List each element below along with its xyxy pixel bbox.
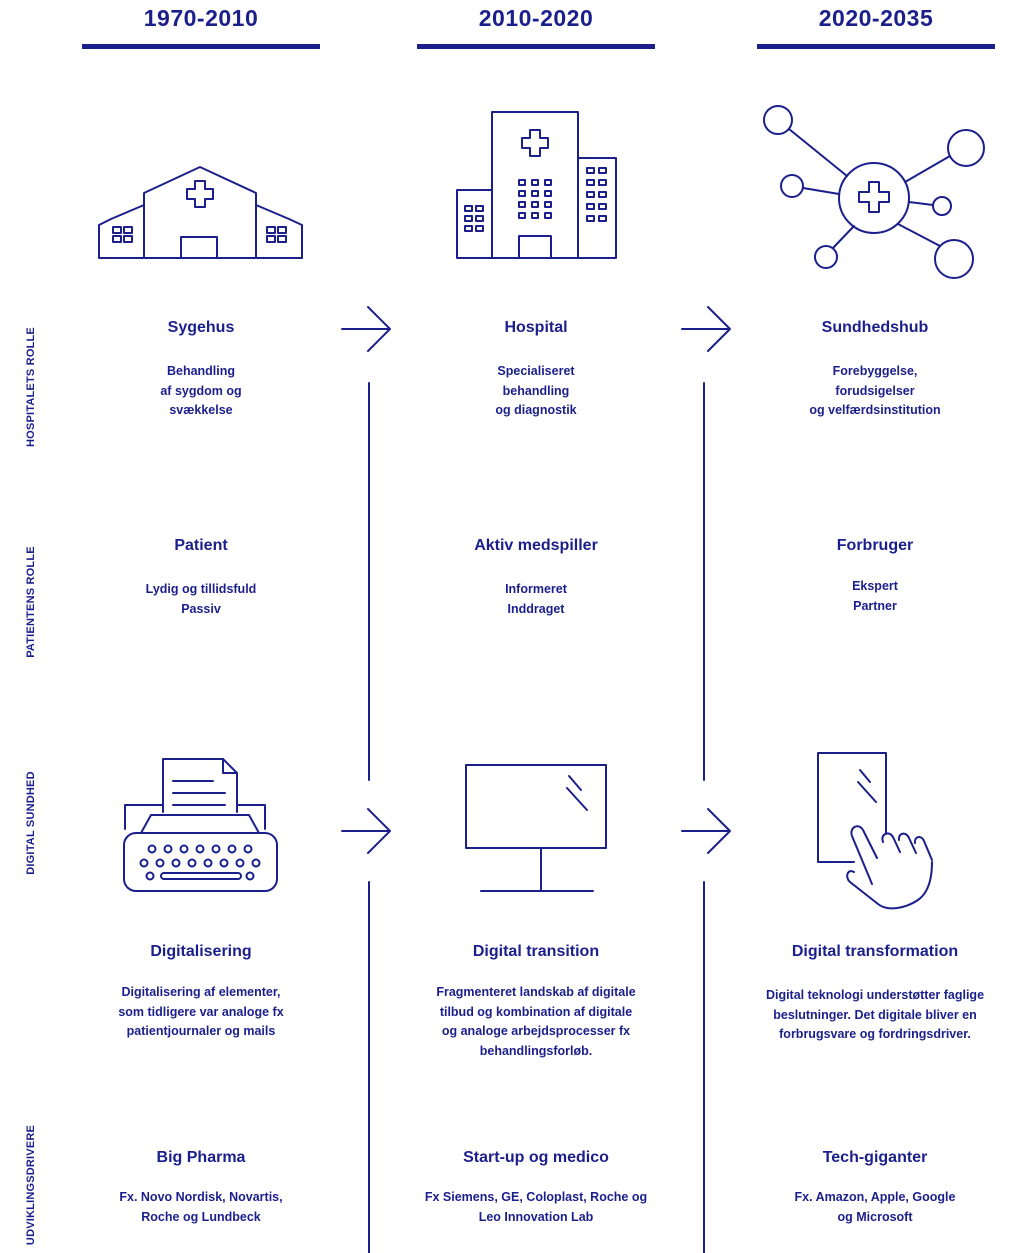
hospital-tower-icon	[456, 111, 617, 259]
digital-health-title-1: Digitalisering	[150, 943, 252, 960]
hospital-role-title-1: Sygehus	[167, 319, 235, 336]
period-header-1: 1970-2010	[143, 5, 259, 31]
drivers-desc-1: Fx. Novo Nordisk, Novartis,Roche og Lund…	[119, 1190, 283, 1224]
typewriter-icon	[123, 758, 278, 892]
period-header-2: 2010-2020	[478, 5, 594, 31]
drivers-title-3: Tech-giganter	[822, 1149, 928, 1166]
patient-role-title-3: Forbruger	[836, 537, 914, 554]
tablet-touch-icon	[817, 752, 933, 910]
drivers-title-2: Start-up og medico	[463, 1149, 609, 1166]
hospital-building-small-icon	[98, 166, 303, 259]
hospital-role-title-3: Sundhedshub	[821, 319, 929, 336]
health-hub-network-icon	[763, 105, 985, 279]
hospital-role-title-2: Hospital	[504, 319, 568, 336]
computer-monitor-icon	[465, 764, 607, 892]
period-underline-1	[82, 44, 320, 49]
right-arrow-icon	[341, 808, 391, 854]
right-arrow-icon	[681, 306, 731, 352]
period-underline-2	[417, 44, 655, 49]
right-arrow-icon	[341, 306, 391, 352]
patient-role-title-2: Aktiv medspiller	[474, 537, 598, 554]
digital-health-title-3: Digital transformation	[791, 943, 959, 960]
drivers-title-1: Big Pharma	[156, 1149, 246, 1166]
digital-health-desc-1: Digitalisering af elementer,som tidliger…	[118, 985, 284, 1038]
digital-health-title-2: Digital transition	[472, 943, 600, 960]
patient-role-title-1: Patient	[174, 537, 228, 554]
right-arrow-icon	[681, 808, 731, 854]
period-header-3: 2020-2035	[818, 5, 934, 31]
period-underline-3	[757, 44, 995, 49]
